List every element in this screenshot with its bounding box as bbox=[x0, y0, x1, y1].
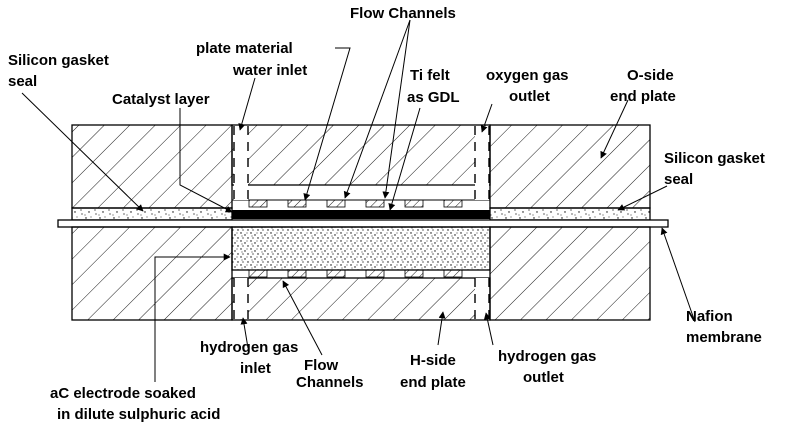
label-plate-material: plate material bbox=[196, 40, 293, 57]
nafion-membrane bbox=[57, 219, 669, 228]
label-oxygen-gas-outlet: oxygen gas bbox=[486, 67, 569, 84]
label-hydrogen-gas-inlet: hydrogen gas bbox=[200, 339, 298, 356]
label-oxygen-gas-outlet-line2: outlet bbox=[509, 88, 550, 105]
labels: Flow Channels Silicon gasket seal plate … bbox=[8, 5, 765, 423]
label-ti-felt-line2: as GDL bbox=[407, 89, 460, 106]
label-flow-channels-top: Flow Channels bbox=[350, 5, 456, 22]
label-silicon-gasket-right-line2: seal bbox=[664, 171, 693, 188]
label-h-side: H-side bbox=[410, 352, 456, 369]
label-nafion: Nafion bbox=[686, 308, 733, 325]
leader-lines bbox=[21, 19, 696, 382]
top-flow-channels bbox=[232, 199, 490, 208]
label-silicon-gasket-left: Silicon gasket bbox=[8, 52, 109, 69]
ti-felt-gdl bbox=[232, 210, 490, 219]
label-hydrogen-gas-inlet-line2: inlet bbox=[240, 360, 271, 377]
label-ti-felt: Ti felt bbox=[410, 67, 450, 84]
label-hydrogen-gas-outlet-line2: outlet bbox=[523, 369, 564, 386]
label-h-side-line2: end plate bbox=[400, 374, 466, 391]
o-side-end-plate bbox=[71, 124, 651, 209]
label-nafion-line2: membrane bbox=[686, 329, 762, 346]
label-water-inlet: water inlet bbox=[232, 62, 307, 79]
label-ac-electrode-line2: in dilute sulphuric acid bbox=[57, 406, 220, 423]
label-catalyst-layer: Catalyst layer bbox=[112, 91, 210, 108]
label-o-side-line2: end plate bbox=[610, 88, 676, 105]
label-silicon-gasket-right: Silicon gasket bbox=[664, 150, 765, 167]
label-hydrogen-gas-outlet: hydrogen gas bbox=[498, 348, 596, 365]
label-o-side: O-side bbox=[627, 67, 674, 84]
gas-passages bbox=[233, 126, 490, 319]
bottom-flow-channels bbox=[232, 269, 490, 278]
label-flow-channels-bottom-line2: Channels bbox=[296, 374, 364, 391]
ac-electrode bbox=[231, 226, 491, 271]
h-side-end-plate bbox=[71, 226, 651, 321]
label-ac-electrode: aC electrode soaked bbox=[50, 385, 196, 402]
label-silicon-gasket-left-line2: seal bbox=[8, 73, 37, 90]
label-flow-channels-bottom: Flow bbox=[304, 357, 338, 374]
